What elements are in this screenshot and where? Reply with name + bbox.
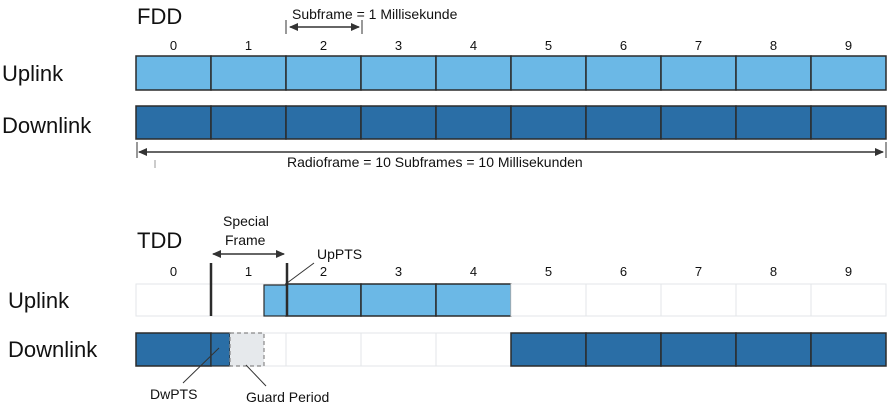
tdd-uplink-subframe-2 (285, 283, 362, 317)
tdd-index-6: 6 (620, 264, 627, 279)
fdd-index-7: 7 (695, 38, 702, 53)
fdd-index-3: 3 (395, 38, 402, 53)
tdd-uplink-row (135, 283, 887, 317)
fdd-downlink-row (135, 105, 887, 140)
guard-period-segment (229, 332, 265, 367)
fdd-uplink-subframe-9 (810, 55, 887, 91)
tdd-uplink-label: Uplink (8, 288, 70, 313)
tdd-downlink-subframe-6 (585, 332, 662, 367)
fdd-index-2: 2 (320, 38, 327, 53)
tdd-index-8: 8 (770, 264, 777, 279)
tdd-index-5: 5 (545, 264, 552, 279)
fdd-uplink-subframe-5 (510, 55, 587, 91)
fdd-downlink-subframe-0 (135, 105, 212, 140)
tdd-uplink-subframe-9 (810, 283, 887, 317)
fdd-index-0: 0 (170, 38, 177, 53)
tdd-dwpts-label: DwPTS (150, 386, 197, 402)
fdd-downlink-label: Downlink (2, 113, 92, 138)
fdd-uplink-subframe-0 (135, 55, 212, 91)
fdd-uplink-subframe-8 (735, 55, 812, 91)
tdd-uppts-label: UpPTS (317, 246, 362, 262)
tdd-index-9: 9 (845, 264, 852, 279)
tdd-downlink-subframe-2 (285, 332, 362, 367)
tdd-uplink-subframe-3 (360, 283, 437, 317)
tdd-index-4: 4 (470, 264, 477, 279)
tdd-downlink-subframe-7 (660, 332, 737, 367)
fdd-title: FDD (137, 4, 182, 29)
tdd-uplink-subframe-8 (735, 283, 812, 317)
tdd-uplink-subframe-5 (510, 283, 587, 317)
tdd-uplink-subframe-4 (435, 283, 512, 317)
fdd-uplink-subframe-2 (285, 55, 362, 91)
fdd-downlink-subframe-2 (285, 105, 362, 140)
fdd-subframe-indices: 0 1 2 3 4 5 6 7 8 9 (170, 38, 852, 53)
fdd-uplink-subframe-4 (435, 55, 512, 91)
fdd-index-5: 5 (545, 38, 552, 53)
fdd-radioframe-label: Radioframe = 10 Subframes = 10 Milliseku… (287, 154, 583, 170)
tdd-uplink-subframe-6 (585, 283, 662, 317)
fdd-uplink-row (135, 55, 887, 91)
tdd-index-0: 0 (170, 264, 177, 279)
tdd-downlink-subframe-0 (135, 332, 212, 367)
tdd-downlink-label: Downlink (8, 337, 98, 362)
tdd-uplink-subframe-7 (660, 283, 737, 317)
tdd-index-3: 3 (395, 264, 402, 279)
dwpts-segment (210, 332, 231, 367)
fdd-index-9: 9 (845, 38, 852, 53)
fdd-downlink-subframe-6 (585, 105, 662, 140)
fdd-subframe-label: Subframe = 1 Millisekunde (292, 6, 458, 22)
fdd-downlink-subframe-7 (660, 105, 737, 140)
tdd-subframe-indices: 0 1 2 3 4 5 6 7 8 9 (170, 264, 852, 279)
uppts-segment (263, 284, 288, 317)
tdd-downlink-row (135, 332, 887, 367)
fdd-downlink-subframe-3 (360, 105, 437, 140)
fdd-index-1: 1 (245, 38, 252, 53)
tdd-downlink-subframe-9 (810, 332, 887, 367)
fdd-index-6: 6 (620, 38, 627, 53)
dwpts-pointer (182, 347, 220, 384)
fdd-downlink-subframe-9 (810, 105, 887, 140)
fdd-uplink-label: Uplink (2, 61, 64, 86)
tdd-downlink-subframe-5 (510, 332, 587, 367)
tdd-index-1: 1 (245, 264, 252, 279)
fdd-uplink-subframe-6 (585, 55, 662, 91)
tdd-uplink-subframe-0 (135, 283, 212, 317)
fdd-index-8: 8 (770, 38, 777, 53)
fdd-uplink-subframe-3 (360, 55, 437, 91)
fdd-uplink-subframe-7 (660, 55, 737, 91)
fdd-uplink-subframe-1 (210, 55, 287, 91)
tdd-downlink-subframe-3 (360, 332, 437, 367)
guard-pointer (245, 364, 267, 387)
tdd-special-label-line2: Frame (225, 232, 266, 248)
tdd-index-7: 7 (695, 264, 702, 279)
fdd-downlink-subframe-5 (510, 105, 587, 140)
tdd-special-label-line1: Special (223, 213, 269, 229)
tdd-index-2: 2 (320, 264, 327, 279)
fdd-downlink-subframe-4 (435, 105, 512, 140)
fdd-index-4: 4 (470, 38, 477, 53)
tdd-guard-label: Guard Period (246, 389, 329, 405)
tdd-title: TDD (137, 228, 182, 253)
fdd-downlink-subframe-8 (735, 105, 812, 140)
tdd-downlink-subframe-8 (735, 332, 812, 367)
tdd-downlink-subframe-4 (435, 332, 512, 367)
fdd-downlink-subframe-1 (210, 105, 287, 140)
